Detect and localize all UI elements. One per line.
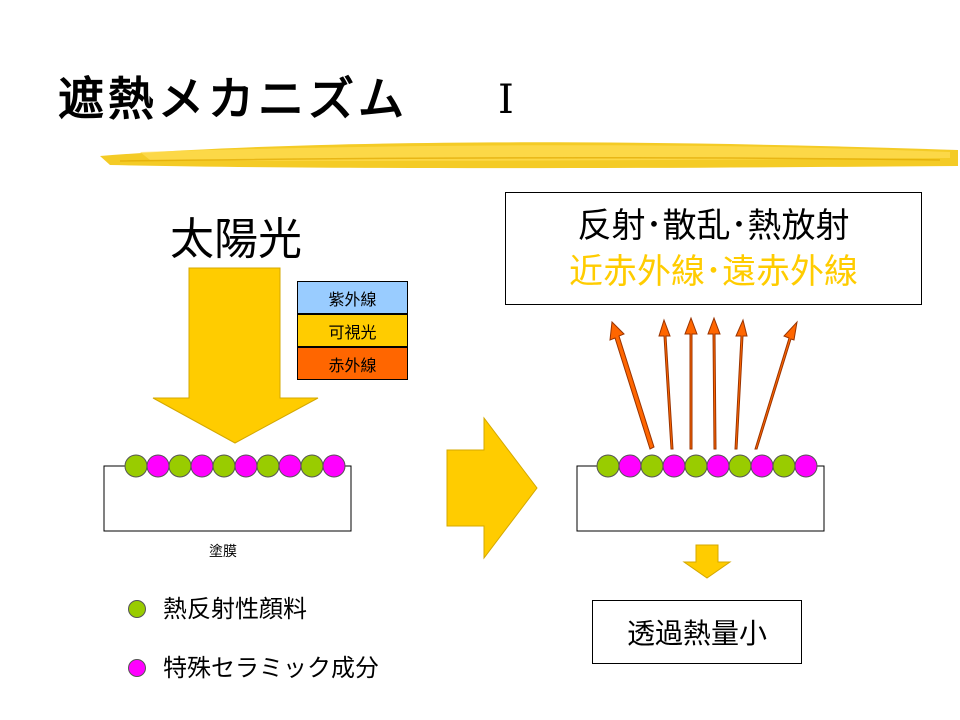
pigment-particle	[596, 454, 620, 478]
spectrum-visible-label: 可視光	[328, 322, 377, 342]
ray-arrow	[684, 316, 698, 450]
spectrum-uv-label: 紫外線	[328, 289, 377, 309]
pigment-particle	[124, 454, 148, 478]
particle-row-left	[124, 454, 346, 478]
spectrum-uv-box: 紫外線	[297, 281, 408, 314]
coating-film-caption: 塗膜	[209, 544, 237, 560]
outcome-label: 透過熱量小	[626, 617, 767, 650]
legend-pigment-dot	[128, 600, 146, 618]
pigment-particle	[728, 454, 752, 478]
result-box: 反射･散乱･熱放射 近赤外線･遠赤外線	[505, 192, 922, 305]
ray-arrow	[609, 320, 655, 450]
slide-title: 遮熱メカニズム	[58, 72, 408, 126]
ceramic-particle	[794, 454, 818, 478]
ceramic-particle	[618, 454, 642, 478]
process-arrow	[446, 416, 538, 560]
ceramic-particle	[322, 454, 346, 478]
pigment-particle	[772, 454, 796, 478]
title-underline-brush	[100, 142, 958, 169]
result-line-reflection: 反射･散乱･熱放射	[577, 206, 850, 246]
pigment-particle	[640, 454, 664, 478]
result-line-infrared: 近赤外線･遠赤外線	[569, 252, 858, 292]
sunlight-label: 太陽光	[170, 214, 302, 265]
spectrum-ir-label: 赤外線	[328, 355, 377, 375]
ceramic-particle	[662, 454, 686, 478]
ceramic-particle	[750, 454, 774, 478]
transmission-arrow	[682, 544, 732, 579]
particle-row-right	[596, 454, 818, 478]
ceramic-particle	[234, 454, 258, 478]
pigment-particle	[684, 454, 708, 478]
pigment-particle	[212, 454, 236, 478]
spectrum-ir-box: 赤外線	[297, 347, 408, 380]
spectrum-visible-box: 可視光	[297, 314, 408, 347]
ceramic-particle	[278, 454, 302, 478]
pigment-particle	[256, 454, 280, 478]
ray-arrow	[707, 316, 721, 450]
sunlight-arrow	[152, 267, 319, 444]
legend-pigment-label: 熱反射性顔料	[163, 595, 307, 623]
ceramic-particle	[190, 454, 214, 478]
ceramic-particle	[146, 454, 170, 478]
legend-ceramic-dot	[128, 659, 146, 677]
legend-ceramic-label: 特殊セラミック成分	[163, 654, 379, 682]
ray-arrow	[734, 318, 748, 450]
ceramic-particle	[706, 454, 730, 478]
title-numeral: Ⅰ	[498, 77, 514, 123]
pigment-particle	[300, 454, 324, 478]
ray-arrow	[658, 318, 674, 450]
pigment-particle	[168, 454, 192, 478]
emission-rays	[609, 316, 798, 450]
outcome-box: 透過熱量小	[592, 600, 802, 664]
ray-arrow	[754, 320, 798, 450]
